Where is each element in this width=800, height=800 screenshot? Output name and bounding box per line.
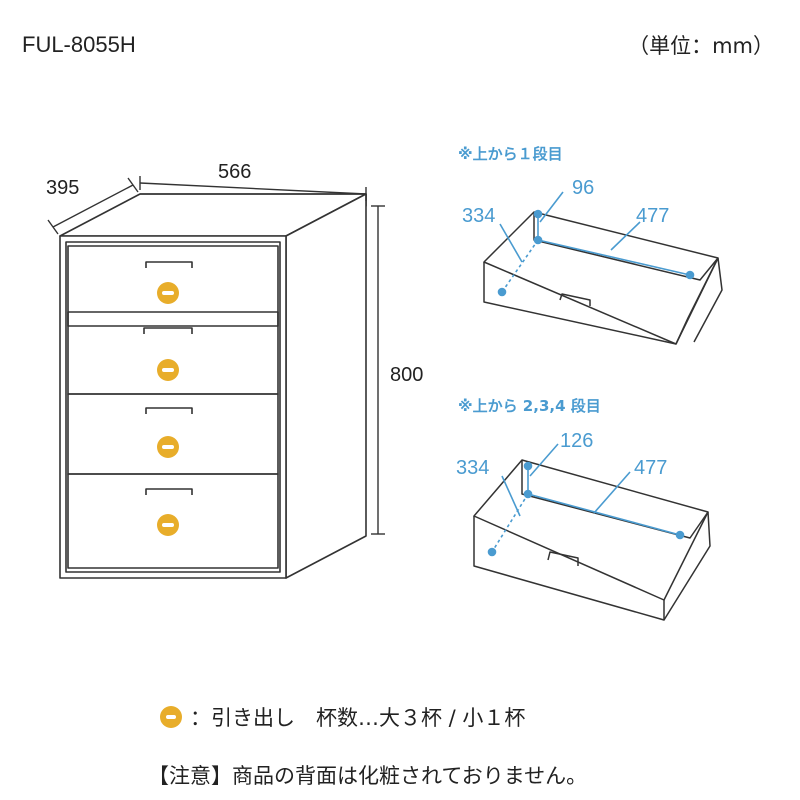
handle-1: [145, 261, 193, 268]
drawer-top-caption: ※上から１段目: [458, 145, 563, 163]
model-number: FUL-8055H: [22, 32, 136, 57]
drawer-front-4: [67, 473, 279, 569]
drawer-top-drawing: [483, 211, 723, 345]
drawer-top-dimensions: [497, 191, 695, 297]
handle-2: [143, 327, 193, 334]
drawer-knobs: [157, 282, 179, 536]
cabinet-height-label: 800: [390, 364, 423, 386]
notice-text: 【注意】商品の背面は化粧されておりません。: [148, 764, 588, 788]
cabinet-depth-label: 395: [46, 177, 79, 199]
drawer-knob-icon: [160, 706, 182, 728]
drawer-knob-icon: [157, 359, 179, 381]
drawer-top-height: 96: [572, 177, 594, 199]
handle-4: [145, 488, 193, 495]
legend-text: ：引き出し 杯数…大３杯 / 小１杯: [190, 706, 526, 730]
drawer-lower-height: 126: [560, 430, 593, 452]
drawer-knob-icon: [157, 436, 179, 458]
drawer-lower-drawing: [473, 459, 711, 621]
cabinet-dimension-lines: [47, 176, 385, 535]
unit-label: （単位：mm）: [628, 34, 774, 58]
drawer-knob-icon: [157, 282, 179, 304]
drawer-lower-dimensions: [487, 443, 685, 557]
drawer-lower-handle: [547, 551, 579, 566]
drawer-top-handle: [559, 293, 591, 306]
drawer-lower-width: 477: [634, 457, 667, 479]
drawer-lower-depth: 334: [456, 457, 489, 479]
cabinet-drawing: [59, 193, 367, 579]
drawer-top-width: 477: [636, 205, 669, 227]
drawer-lower-caption: ※上から 2,3,4 段目: [458, 397, 601, 415]
drawer-front-1: [67, 245, 279, 327]
legend: ：引き出し 杯数…大３杯 / 小１杯: [160, 702, 525, 732]
drawer-knob-icon: [157, 514, 179, 536]
cabinet-width-label: 566: [218, 161, 251, 183]
drawer-top-depth: 334: [462, 205, 495, 227]
handle-3: [145, 407, 193, 414]
